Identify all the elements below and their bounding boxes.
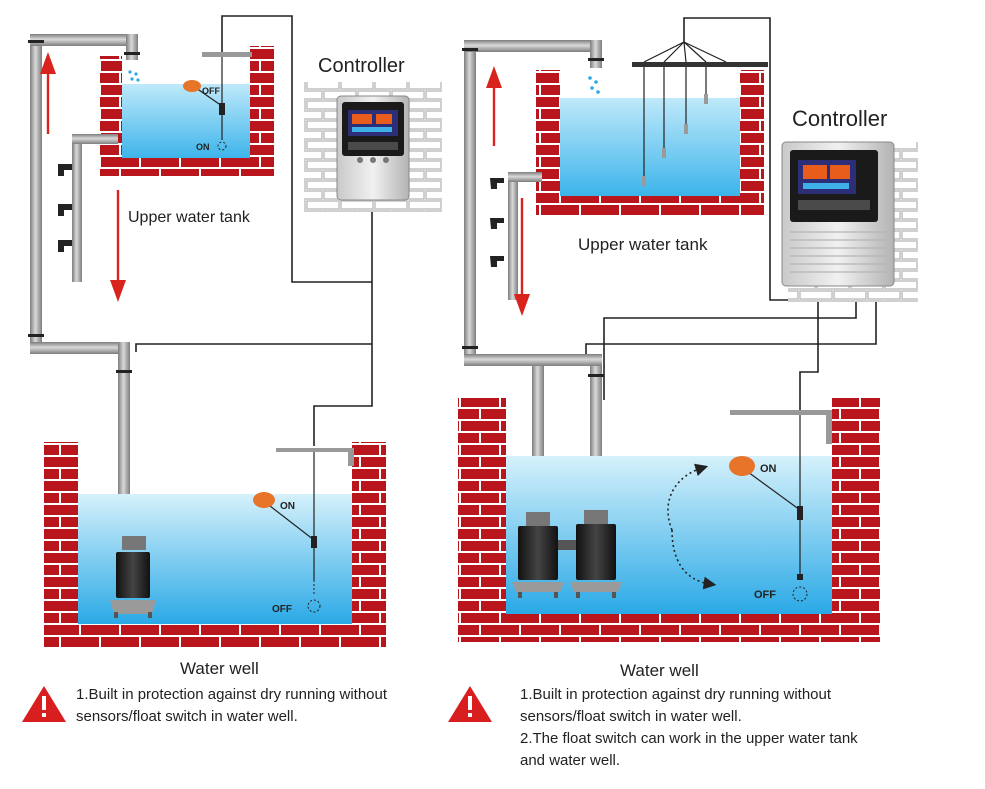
water-drop-icon bbox=[128, 70, 140, 82]
right-note-line-1: 1.Built in protection against dry runnin… bbox=[520, 686, 832, 703]
left-well-float-on: ON bbox=[280, 501, 295, 512]
faucet-icon bbox=[58, 164, 72, 252]
left-upper-tank-label: Upper water tank bbox=[128, 209, 251, 226]
right-float-motion-arrows bbox=[667, 463, 717, 590]
left-control-wires bbox=[135, 15, 373, 446]
left-well-label: Water well bbox=[180, 659, 259, 678]
left-flow-arrows bbox=[40, 52, 126, 302]
pump-icon bbox=[110, 536, 156, 618]
left-water-well bbox=[44, 442, 386, 648]
right-upper-tank bbox=[536, 70, 764, 216]
right-panel: Controller Upper water tank bbox=[448, 17, 918, 722]
right-faucet-icon bbox=[490, 178, 504, 267]
right-water-drop-icon bbox=[588, 76, 600, 94]
left-notes: 1.Built in protection against dry runnin… bbox=[76, 684, 456, 728]
warning-icon bbox=[22, 686, 66, 722]
left-controller bbox=[336, 95, 410, 201]
left-note-line-2: sensors/float switch in water well. bbox=[76, 708, 298, 725]
right-note-line-4: and water well. bbox=[520, 752, 621, 769]
left-controller-label: Controller bbox=[318, 55, 405, 77]
right-upper-tank-label: Upper water tank bbox=[578, 235, 708, 254]
right-controller bbox=[781, 141, 895, 287]
right-notes: 1.Built in protection against dry runnin… bbox=[520, 684, 940, 772]
left-upper-tank bbox=[100, 46, 274, 176]
right-well-float-on: ON bbox=[760, 463, 777, 475]
right-well-float-off: OFF bbox=[754, 589, 776, 601]
left-pipes bbox=[28, 34, 140, 538]
right-warning-icon bbox=[448, 686, 492, 722]
right-float-switch-icon: ON OFF bbox=[729, 410, 832, 602]
left-upper-float-on: ON bbox=[196, 142, 210, 152]
right-flow-arrows bbox=[486, 66, 530, 316]
left-panel: Controller Upper water tank OFF ON bbox=[22, 15, 442, 722]
right-note-line-3: 2.The float switch can work in the upper… bbox=[520, 730, 858, 747]
left-upper-float-off: OFF bbox=[202, 86, 220, 96]
float-switch-icon: ON OFF bbox=[253, 448, 354, 615]
left-well-float-off: OFF bbox=[272, 604, 292, 615]
left-note-line-1: 1.Built in protection against dry runnin… bbox=[76, 686, 388, 703]
right-level-probes bbox=[632, 41, 768, 186]
right-pump-icon bbox=[512, 510, 622, 598]
right-well-label: Water well bbox=[620, 661, 699, 680]
right-note-line-2: sensors/float switch in water well. bbox=[520, 708, 742, 725]
right-controller-label: Controller bbox=[792, 106, 887, 131]
left-upper-float-switch: OFF ON bbox=[183, 52, 252, 152]
right-pipes bbox=[462, 40, 604, 514]
